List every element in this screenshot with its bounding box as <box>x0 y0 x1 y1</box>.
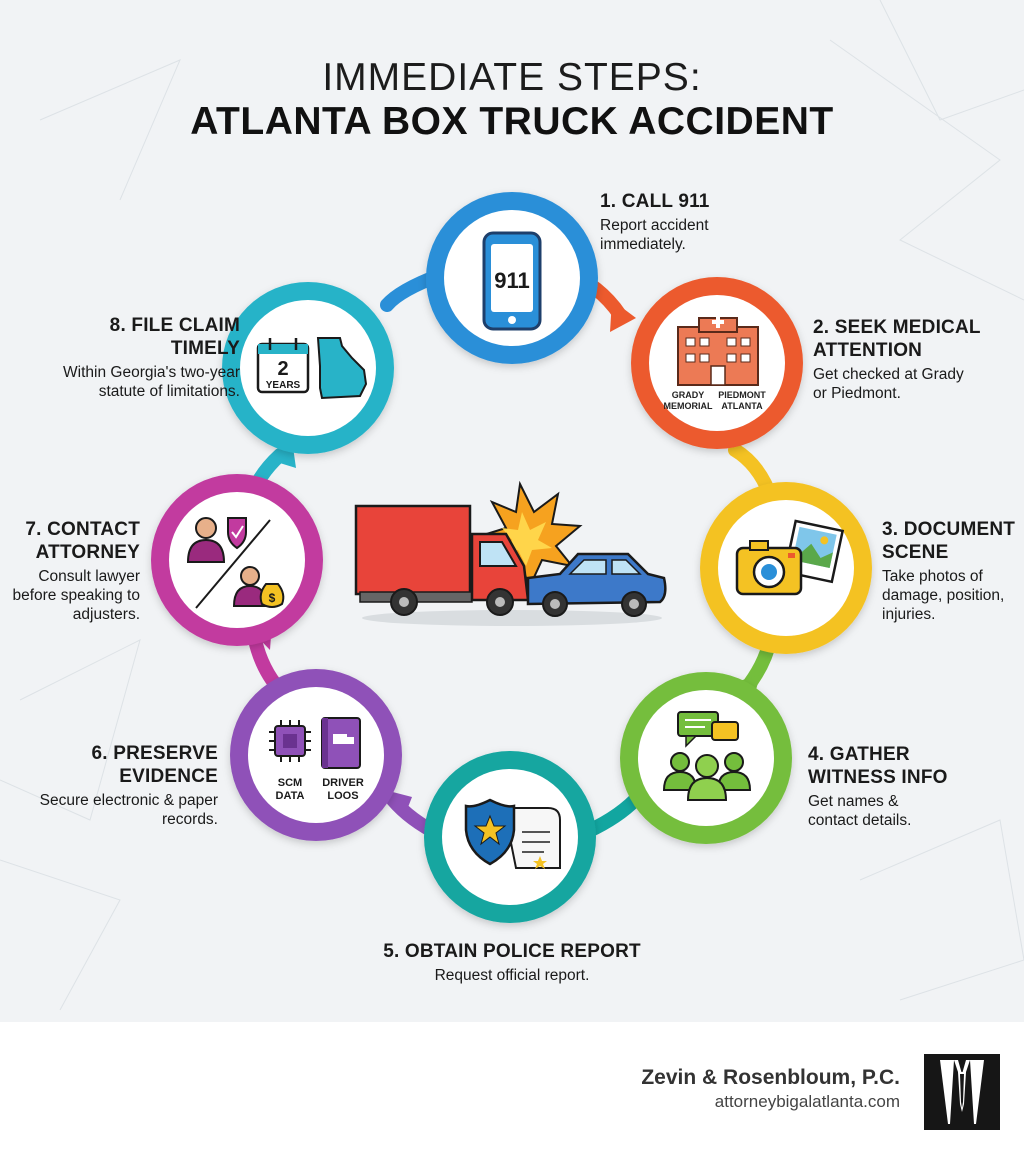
step-6-description: Secure electronic & paper records. <box>39 792 218 828</box>
step-2-description: Get checked at Grady or Piedmont. <box>813 366 964 402</box>
footer <box>0 1022 1024 1154</box>
calendar-icon: 2 YEARS <box>256 338 310 394</box>
evidence-left-line1: SCM <box>278 777 302 789</box>
title-line-2: ATLANTA BOX TRUCK ACCIDENT <box>190 100 834 143</box>
background-pattern <box>0 0 1024 1011</box>
tuxedo-logo-icon <box>924 1054 1000 1130</box>
hospital-right-line2: ATLANTA <box>721 401 763 411</box>
step-5-text: 5. OBTAIN POLICE REPORT Request official… <box>312 940 712 985</box>
calendar-number: 2 <box>277 358 288 380</box>
calendar-unit: YEARS <box>266 380 301 391</box>
step-2-text: 2. SEEK MEDICAL ATTENTION Get checked at… <box>813 316 1013 403</box>
step-1-text: 1. CALL 911 Report accident immediately. <box>600 190 840 254</box>
step-4-description: Get names & contact details. <box>808 793 912 829</box>
step-3-heading: 3. DOCUMENT SCENE <box>882 519 1016 563</box>
phone-number-label: 911 <box>494 268 530 293</box>
step-4-text: 4. GATHER WITNESS INFO Get names & conta… <box>808 743 1008 830</box>
hospital-left-line2: MEMORIAL <box>664 401 713 411</box>
step-circles <box>151 192 872 923</box>
step-1-description: Report accident immediately. <box>600 217 709 253</box>
step-4-heading: 4. GATHER WITNESS INFO <box>808 744 948 788</box>
firm-url[interactable]: attorneybigalatlanta.com <box>714 1092 900 1111</box>
step-6-heading: 6. PRESERVE EVIDENCE <box>91 743 218 787</box>
step-1-heading: 1. CALL 911 <box>600 191 710 212</box>
witnesses-icon <box>662 711 752 801</box>
firm-name: Zevin & Rosenbloum, P.C. <box>641 1066 900 1089</box>
dollar-sign-icon: $ <box>269 591 276 605</box>
evidence-right-line1: DRIVER <box>322 777 364 789</box>
step-3-description: Take photos of damage, position, injurie… <box>882 568 1005 623</box>
step-6-text: 6. PRESERVE EVIDENCE Secure electronic &… <box>38 742 218 829</box>
step-7-heading: 7. CONTACT ATTORNEY <box>25 519 140 563</box>
circle-step-6 <box>230 669 402 841</box>
step-7-description: Consult lawyer before speaking to adjust… <box>12 568 140 623</box>
step-5-description: Request official report. <box>434 967 590 984</box>
truck-crash-illustration <box>354 480 667 626</box>
hospital-icon: GRADY MEMORIAL PIEDMONT ATLANTA <box>664 316 766 411</box>
evidence-right-line2: LOOS <box>327 790 358 802</box>
evidence-icon: SCM DATA DRIVER LOOS <box>269 717 364 802</box>
attorney-icon: $ <box>186 517 285 609</box>
police-badge-icon <box>464 798 561 869</box>
step-8-heading: 8. FILE CLAIM TIMELY <box>109 315 240 359</box>
step-7-text: 7. CONTACT ATTORNEY Consult lawyer befor… <box>5 518 140 624</box>
camera-icon <box>735 519 845 596</box>
step-5-heading: 5. OBTAIN POLICE REPORT <box>383 941 641 962</box>
evidence-left-line2: DATA <box>276 790 305 802</box>
phone-icon: 911 <box>482 231 542 331</box>
step-8-description: Within Georgia's two-year statute of lim… <box>63 364 240 400</box>
title-line-1: IMMEDIATE STEPS: <box>322 56 702 99</box>
diagram-canvas: 911 GRADY MEMORIAL PIEDMONT ATLANTA <box>0 0 1024 1011</box>
hospital-right-line1: PIEDMONT <box>718 390 766 400</box>
step-2-heading: 2. SEEK MEDICAL ATTENTION <box>813 317 981 361</box>
hospital-left-line1: GRADY <box>672 390 705 400</box>
georgia-map-icon <box>316 337 368 400</box>
step-8-text: 8. FILE CLAIM TIMELY Within Georgia's tw… <box>40 314 240 401</box>
step-3-text: 3. DOCUMENT SCENE Take photos of damage,… <box>882 518 1024 624</box>
